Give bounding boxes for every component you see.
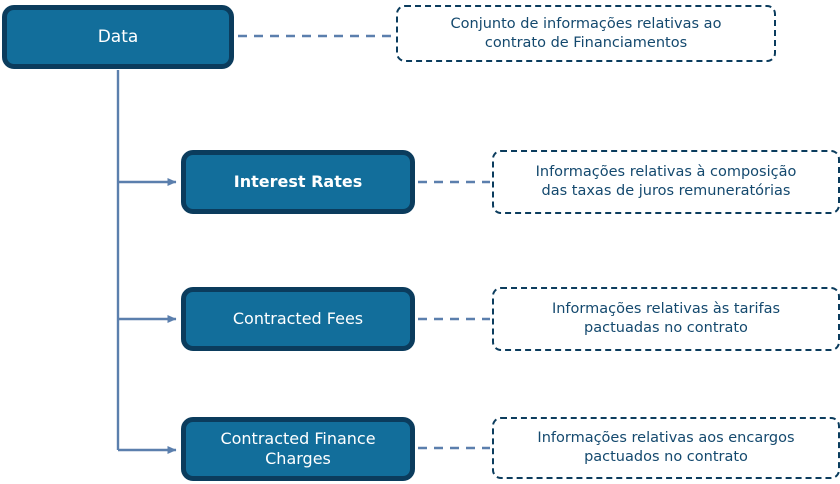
note-data: Conjunto de informações relativas ao con… [396, 5, 776, 62]
note-contracted-finance-charges-text: Informações relativas aos encargos pactu… [537, 430, 795, 465]
node-contracted-fees-label: Contracted Fees [232, 309, 364, 329]
node-interest-rates-label: Interest Rates [233, 172, 363, 192]
node-data[interactable]: Data [2, 5, 234, 69]
node-contracted-finance-charges-label: Contracted Finance Charges [220, 429, 376, 468]
node-contracted-fees[interactable]: Contracted Fees [181, 287, 415, 351]
note-interest-rates-text: Informações relativas à composição das t… [535, 164, 797, 199]
note-contracted-finance-charges: Informações relativas aos encargos pactu… [492, 417, 840, 479]
note-contracted-fees-text: Informações relativas às tarifas pactuad… [551, 301, 781, 336]
note-interest-rates: Informações relativas à composição das t… [492, 150, 840, 214]
node-contracted-finance-charges[interactable]: Contracted Finance Charges [181, 417, 415, 481]
note-data-text: Conjunto de informações relativas ao con… [450, 15, 722, 51]
node-interest-rates[interactable]: Interest Rates [181, 150, 415, 214]
node-data-label: Data [97, 26, 139, 47]
note-contracted-fees: Informações relativas às tarifas pactuad… [492, 287, 840, 351]
